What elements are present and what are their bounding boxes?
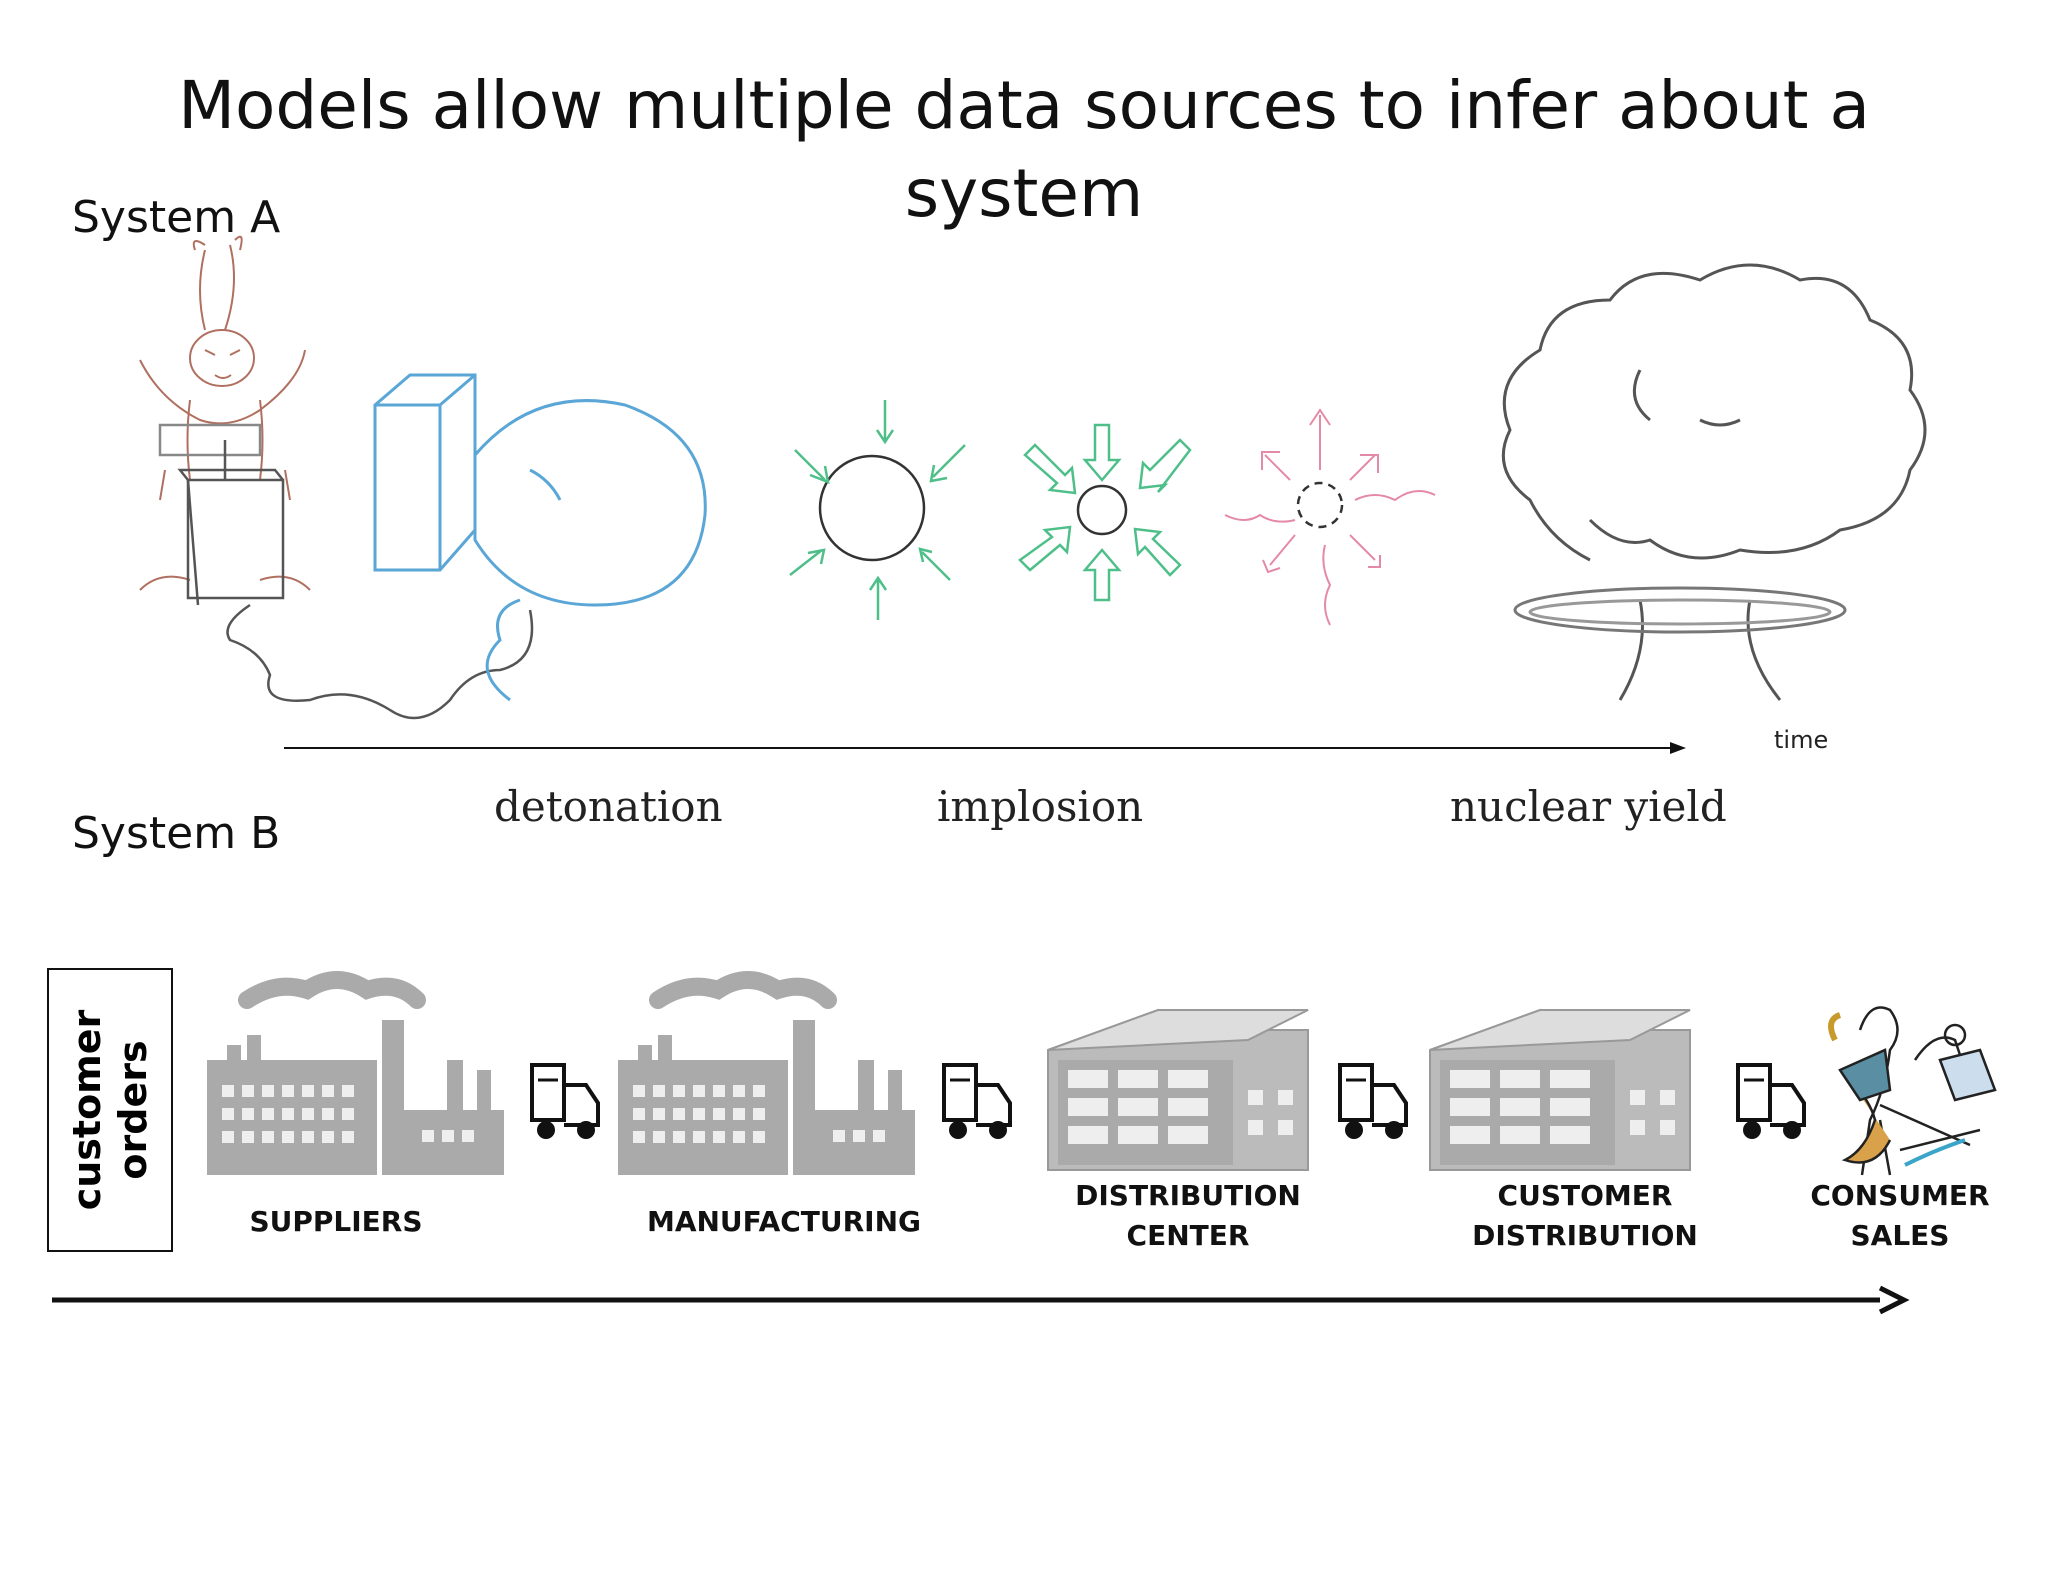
implosion-sphere-icon	[818, 454, 926, 562]
stage-label-consumer-sales: CONSUMER SALES	[1810, 1179, 1990, 1252]
system-a-label: System A	[72, 192, 281, 243]
truck-icon	[942, 1063, 1012, 1139]
suppliers-factory-icon	[207, 980, 504, 1175]
page-title: Models allow multiple data sources to in…	[178, 67, 1870, 232]
time-axis-label: time	[1774, 726, 1829, 754]
phase-label-nuclear-yield: nuclear yield	[1450, 782, 1727, 831]
truck-icon	[1338, 1063, 1408, 1139]
truck-icon	[1736, 1063, 1806, 1139]
truck-icon	[530, 1063, 600, 1139]
compressed-core-icon	[1076, 484, 1128, 536]
manufacturing-factory-icon	[618, 980, 915, 1175]
time-axis-arrowhead	[1670, 742, 1686, 754]
phase-label-detonation: detonation	[494, 782, 723, 831]
plunger-box-icon	[158, 423, 534, 720]
stage-label-distribution-center: DISTRIBUTION CENTER	[1075, 1179, 1301, 1252]
bomb-icon	[373, 373, 707, 702]
system-b-label: System B	[72, 808, 281, 859]
consumer-sales-icon	[1828, 1006, 1997, 1176]
customer-distribution-building-icon	[1429, 1009, 1691, 1171]
customer-orders-box: customer orders	[47, 968, 173, 1252]
inward-arrows-icon	[789, 400, 966, 620]
thick-inward-arrows-icon	[1018, 423, 1192, 602]
supply-chain-axis-arrowhead	[1878, 1285, 1910, 1315]
phase-label-implosion: implosion	[937, 782, 1144, 831]
stage-label-suppliers: SUPPLIERS	[249, 1205, 423, 1238]
distribution-center-building-icon	[1047, 1009, 1309, 1171]
rabbit-plunger-icon	[139, 235, 311, 591]
outward-arrows-icon	[1224, 408, 1436, 626]
mushroom-cloud-icon	[1501, 263, 1927, 701]
stage-label-manufacturing: MANUFACTURING	[646, 1205, 922, 1238]
fission-burst-icon	[1296, 481, 1344, 529]
stage-label-customer-distribution: CUSTOMER DISTRIBUTION	[1472, 1179, 1698, 1252]
